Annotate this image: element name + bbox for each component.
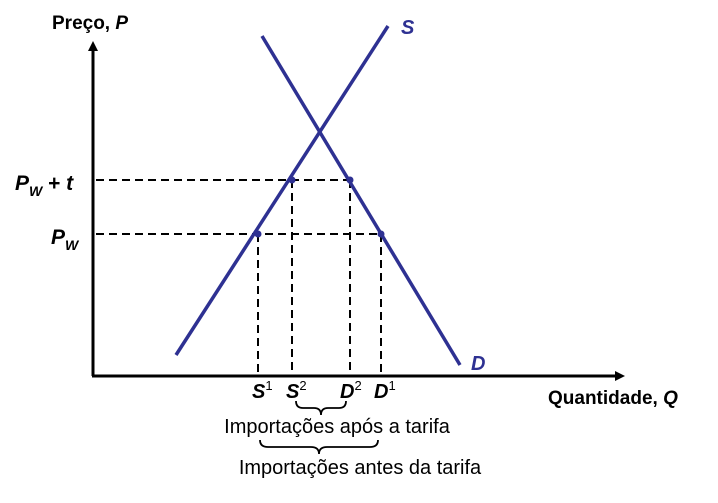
price-label-pw-t: PW + t <box>15 172 74 199</box>
brace-imports-after <box>295 400 347 416</box>
point-s1 <box>254 230 262 238</box>
price-label-pw: PW <box>51 226 80 253</box>
quantity-label-d2: D2 <box>340 378 362 403</box>
quantity-label-s2: S2 <box>286 378 307 403</box>
demand-curve <box>260 35 462 366</box>
point-d1 <box>377 230 385 238</box>
imports-after-tariff-label: Importações após a tarifa <box>224 416 451 438</box>
imports-before-tariff-label: Importações antes da tarifa <box>239 457 482 479</box>
point-d2 <box>346 176 354 184</box>
y-axis-label: Preço, P <box>52 13 128 34</box>
point-s2 <box>288 176 296 184</box>
x-axis-label: Quantidade, Q <box>548 388 678 409</box>
demand-label: D <box>471 353 485 375</box>
quantity-label-d1: D1 <box>374 378 396 403</box>
supply-label: S <box>401 17 415 39</box>
quantity-label-s1: S1 <box>252 378 273 403</box>
supply-curve <box>174 25 390 356</box>
brace-imports-before <box>259 439 379 455</box>
